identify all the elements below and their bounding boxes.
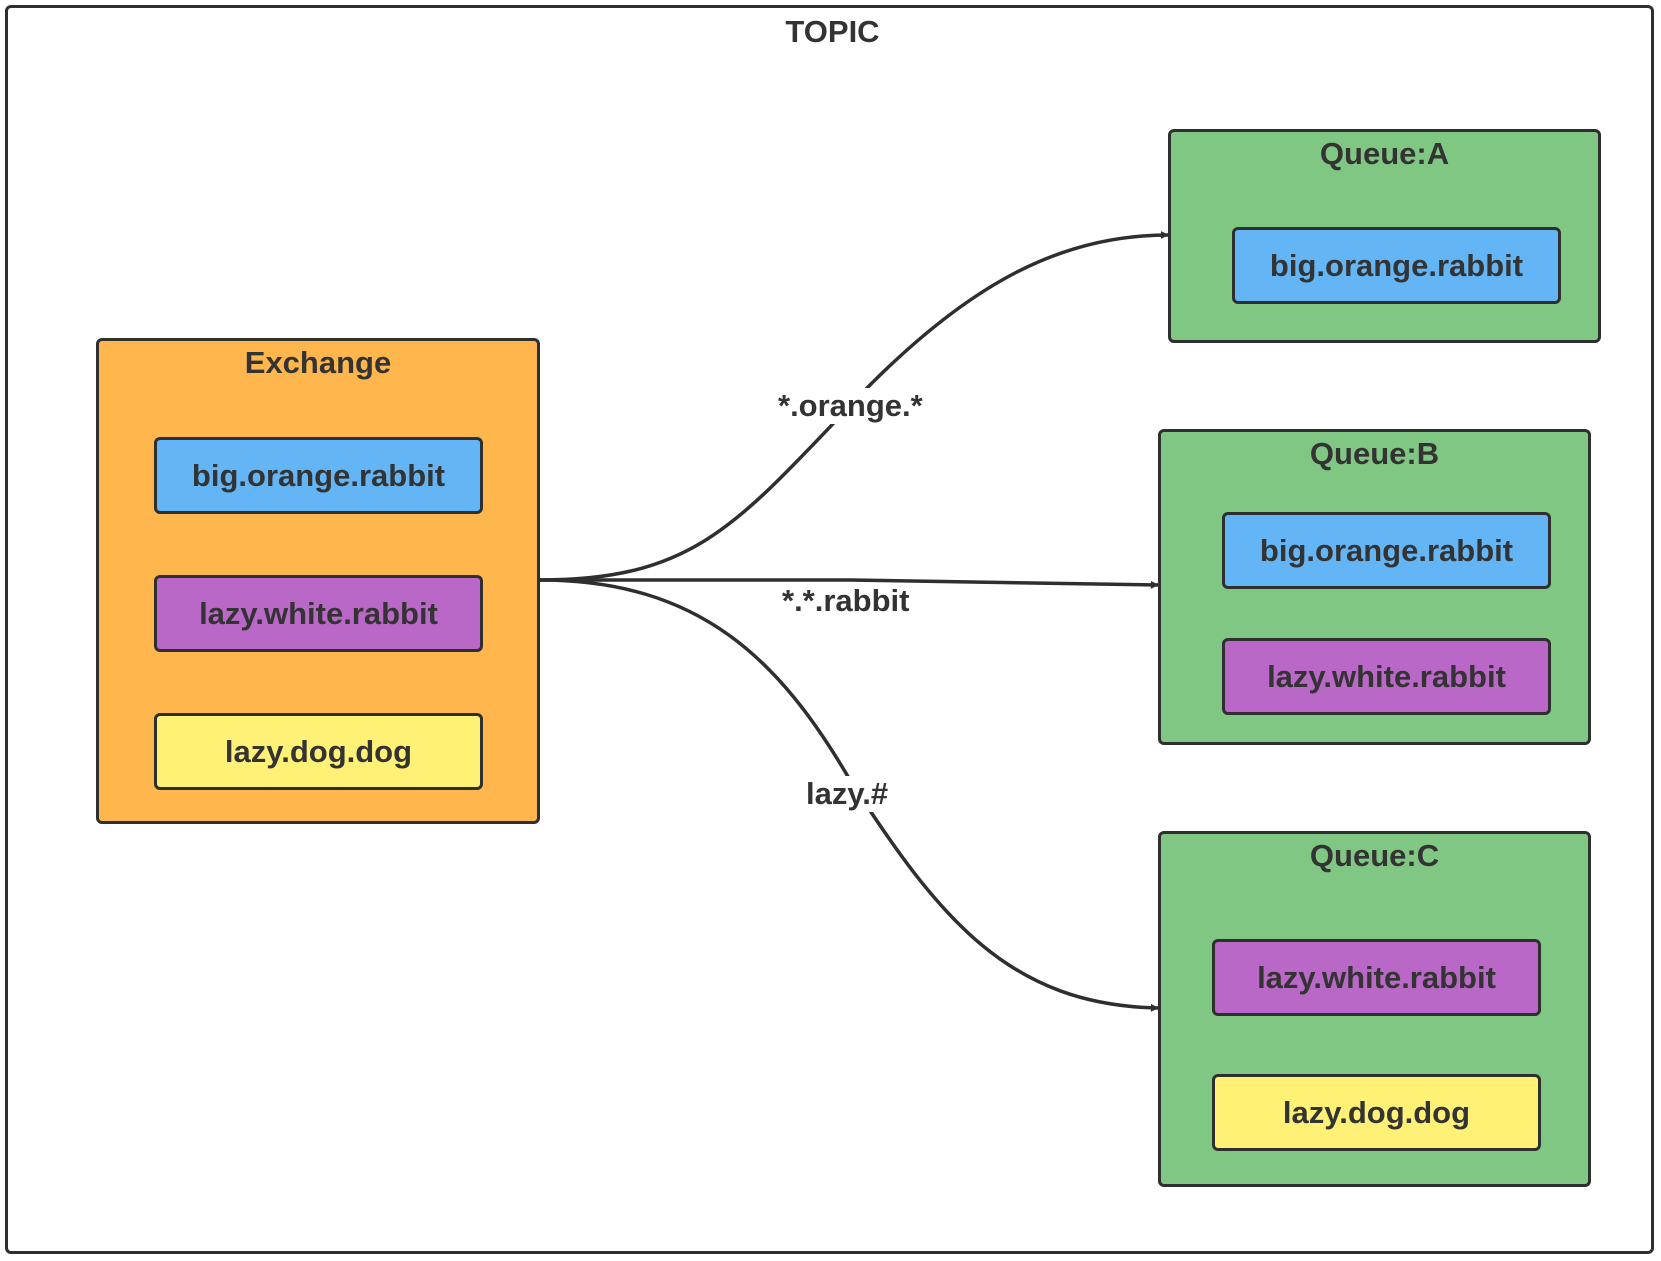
queue-b-key-lazy-white-rabbit: lazy.white.rabbit <box>1222 638 1551 715</box>
queue-a-title: Queue:A <box>1319 136 1450 171</box>
edge-to-queue-b <box>540 578 1159 589</box>
queue-a-key-big-orange-rabbit: big.orange.rabbit <box>1232 227 1561 304</box>
edge-to-queue-a <box>539 231 1169 582</box>
queue-b-title: Queue:B <box>1309 436 1440 471</box>
exchange-key-lazy-white-rabbit: lazy.white.rabbit <box>154 575 483 652</box>
queue-b-key-big-orange-rabbit: big.orange.rabbit <box>1222 512 1551 589</box>
diagram-title: TOPIC <box>785 14 880 49</box>
exchange-key-lazy-dog-dog: lazy.dog.dog <box>154 713 483 790</box>
binding-label-orange: *.orange.* <box>774 388 927 424</box>
queue-c-key-lazy-dog-dog: lazy.dog.dog <box>1212 1074 1541 1151</box>
binding-label-lazy: lazy.# <box>802 776 893 812</box>
queue-b-box: Queue:B big.orange.rabbit lazy.white.rab… <box>1158 429 1591 745</box>
queue-a-box: Queue:A big.orange.rabbit <box>1168 129 1601 343</box>
queue-c-key-lazy-white-rabbit: lazy.white.rabbit <box>1212 939 1541 1016</box>
binding-label-rabbit: *.*.rabbit <box>778 583 914 619</box>
queue-c-box: Queue:C lazy.white.rabbit lazy.dog.dog <box>1158 831 1591 1187</box>
queue-c-title: Queue:C <box>1309 838 1440 873</box>
exchange-key-big-orange-rabbit: big.orange.rabbit <box>154 437 483 514</box>
exchange-title: Exchange <box>244 345 392 380</box>
exchange-box: Exchange big.orange.rabbit lazy.white.ra… <box>96 338 540 824</box>
